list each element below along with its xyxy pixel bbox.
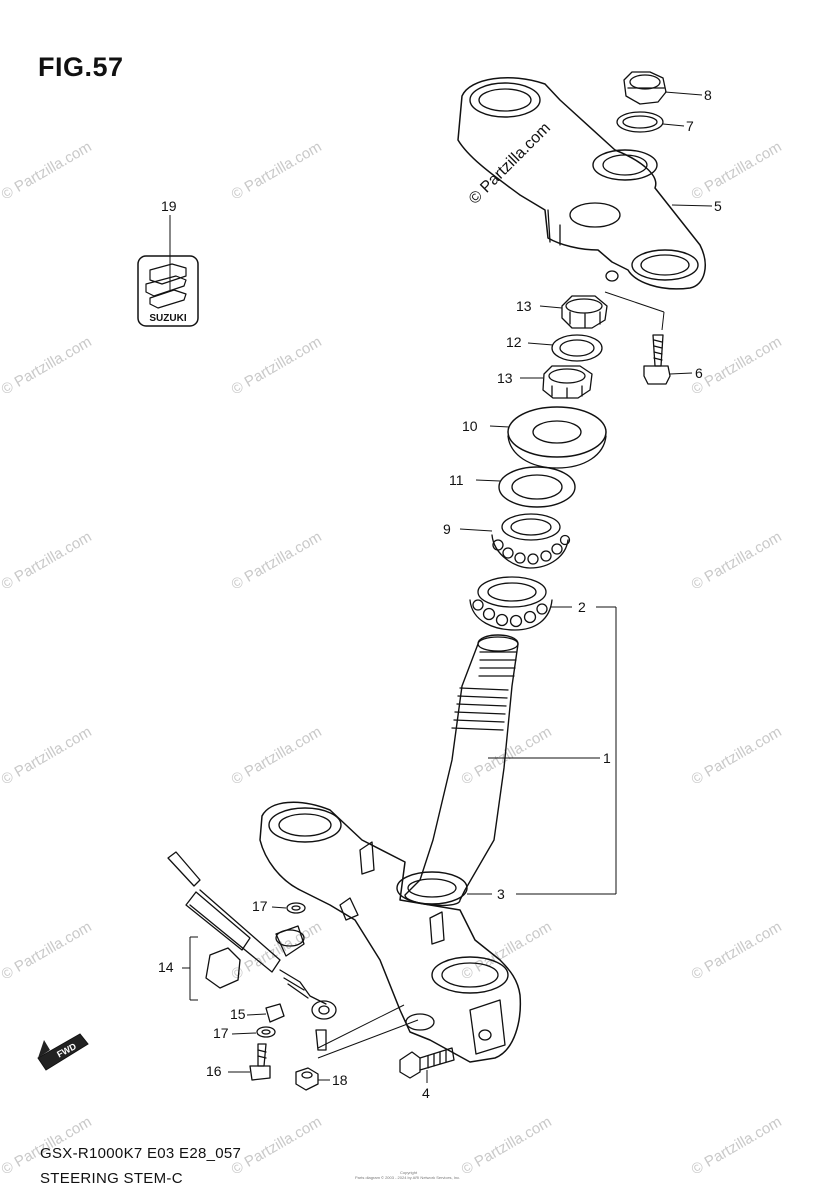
copyright-small-detail: Parts diagram © 2003 - 2024 by ARI Netwo… <box>355 1175 461 1180</box>
callout-19: 19 <box>161 198 177 214</box>
leader-lines <box>169 91 713 1083</box>
damper-nut-part <box>295 1067 319 1091</box>
callout-6: 6 <box>695 365 703 381</box>
watermark: © Partzilla.com <box>229 1113 325 1178</box>
lower-seal-part <box>396 871 468 905</box>
callout-15: 15 <box>230 1006 246 1022</box>
bearing-washer-part <box>498 466 576 508</box>
callout-17-lower: 17 <box>213 1025 229 1041</box>
callout-17-upper: 17 <box>252 898 268 914</box>
callout-7: 7 <box>686 118 694 134</box>
watermark: © Partzilla.com <box>0 723 95 788</box>
callout-3: 3 <box>497 886 505 902</box>
forward-arrow-icon: FWD <box>37 1033 89 1071</box>
watermark: © Partzilla.com <box>459 1113 555 1178</box>
watermark: © Partzilla.com <box>229 333 325 398</box>
bolt-part <box>643 334 671 385</box>
footer-model-code: GSX-R1000K7 E03 E28_057 <box>40 1145 242 1162</box>
steering-stem-nut-lower-part <box>542 365 593 399</box>
callout-13-upper: 13 <box>516 298 532 314</box>
callout-5: 5 <box>714 198 722 214</box>
callout-14: 14 <box>158 959 174 975</box>
watermark: © Partzilla.com <box>229 723 325 788</box>
upper-bracket-part <box>457 77 706 290</box>
figure-title: FIG.57 <box>38 52 124 82</box>
watermark: © Partzilla.com <box>0 333 95 398</box>
damper-bolt-part <box>265 1003 285 1023</box>
upper-bearing-part <box>491 513 571 569</box>
watermark: © Partzilla.com <box>689 723 785 788</box>
damper-mount-bolt-part <box>249 1043 271 1081</box>
damper-washer-lower-part <box>256 1026 276 1038</box>
watermark: © Partzilla.com <box>689 918 785 983</box>
steering-stem-nut-part <box>623 71 667 105</box>
watermark: © Partzilla.com <box>689 333 785 398</box>
lower-bearing-part <box>469 576 553 631</box>
callout-labels: 8 7 5 6 13 12 13 10 11 9 2 1 3 17 14 15 … <box>158 87 722 1101</box>
watermark: © Partzilla.com <box>229 138 325 203</box>
callout-4: 4 <box>422 1085 430 1101</box>
watermark: © Partzilla.com <box>229 528 325 593</box>
callout-8: 8 <box>704 87 712 103</box>
watermark: © Partzilla.com <box>689 1113 785 1178</box>
watermark: © Partzilla.com <box>0 138 95 203</box>
callout-10: 10 <box>462 418 478 434</box>
dust-seal-part <box>507 406 607 469</box>
watermark: © Partzilla.com <box>0 918 95 983</box>
steering-damper-part <box>167 851 337 1051</box>
suzuki-emblem-part: SUZUKI <box>137 255 199 327</box>
callout-2: 2 <box>578 599 586 615</box>
callout-18: 18 <box>332 1072 348 1088</box>
steering-stem-part <box>404 634 519 907</box>
lower-bracket-part <box>259 801 522 1063</box>
watermark: © Partzilla.com <box>0 528 95 593</box>
callout-11: 11 <box>449 472 464 488</box>
watermark: © Partzilla.com <box>689 528 785 593</box>
damper-washer-upper-part <box>286 902 306 914</box>
watermark: © Partzilla.com <box>459 918 555 983</box>
badge-text: SUZUKI <box>149 313 186 324</box>
callout-13-lower: 13 <box>497 370 513 386</box>
watermarks: © Partzilla.com © Partzilla.com © Partzi… <box>0 120 785 1179</box>
copyright-small: Copyright <box>400 1170 418 1175</box>
callout-9: 9 <box>443 521 451 537</box>
callout-16: 16 <box>206 1063 222 1079</box>
clamp-bolt-part <box>399 1047 455 1079</box>
watermark: © Partzilla.com <box>459 723 555 788</box>
steering-stem-lock-nut-part <box>561 295 608 329</box>
washer-part <box>616 111 664 133</box>
watermark: © Partzilla.com <box>689 138 785 203</box>
footer-title: STEERING STEM-C <box>40 1170 183 1187</box>
callout-1: 1 <box>603 750 611 766</box>
lock-washer-part <box>551 334 603 362</box>
callout-12: 12 <box>506 334 522 350</box>
